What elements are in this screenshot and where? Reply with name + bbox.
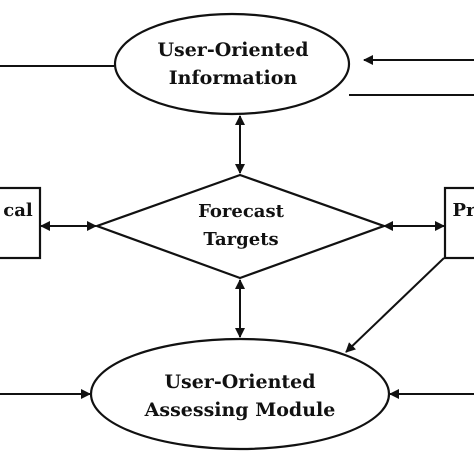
connectors (0, 55, 474, 399)
assessing-label-line2: Assessing Module (144, 399, 336, 421)
user-info-label-line2: Information (169, 67, 298, 89)
user-info-label-line1: User-Oriented (157, 39, 308, 61)
left-box-node: cal (0, 186, 42, 260)
arrow-right-box-to-assessing (345, 257, 445, 353)
forecast-label-line1: Forecast (198, 201, 284, 222)
user-info-node: User-Oriented Information (113, 12, 351, 116)
right-box-label: Pr (452, 200, 474, 221)
assessing-label-line1: User-Oriented (164, 371, 315, 393)
assessing-node: User-Oriented Assessing Module (89, 337, 391, 451)
forecast-node: Forecast Targets (93, 173, 388, 280)
forecast-label-line2: Targets (203, 229, 278, 250)
left-box-label: cal (3, 200, 33, 221)
right-box-node: Pr (443, 186, 474, 260)
